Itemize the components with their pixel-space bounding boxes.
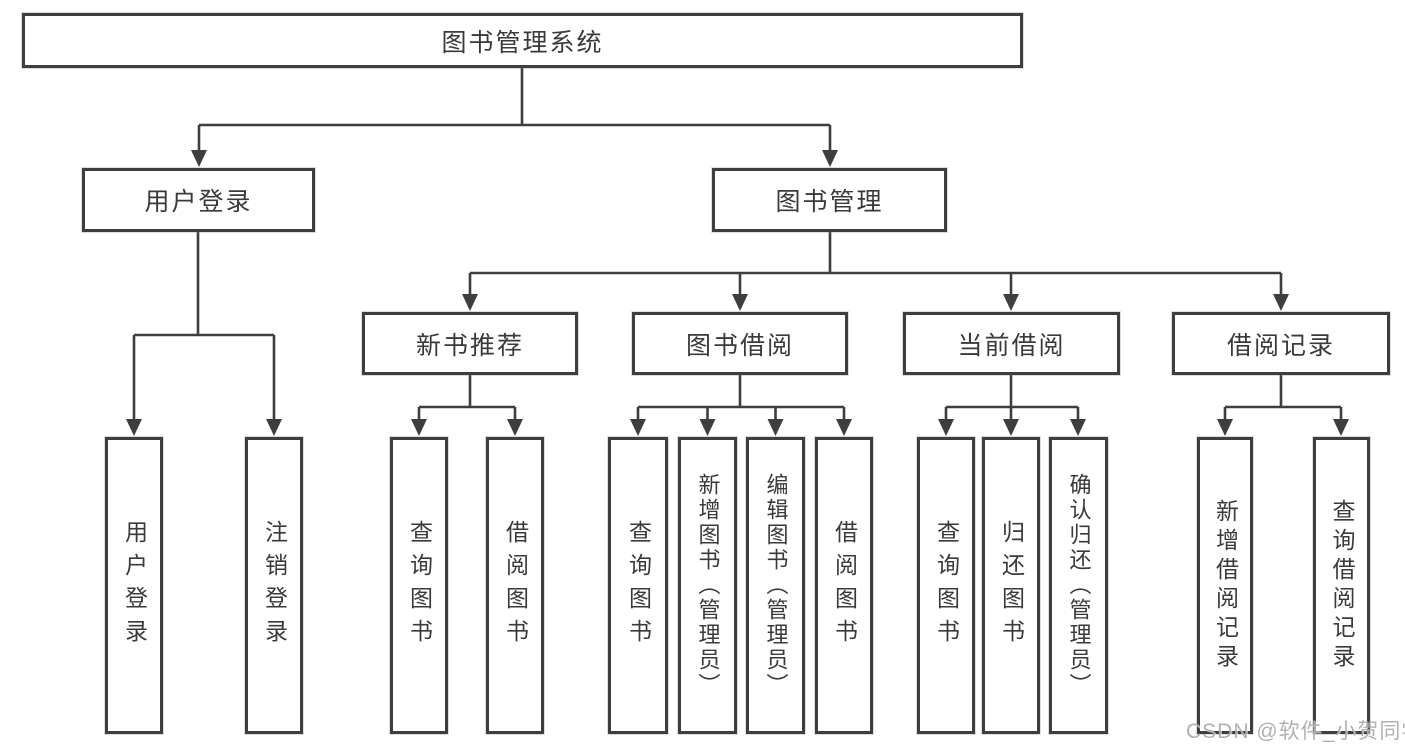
leaf-query-books-borrow: 查询图书 xyxy=(608,437,668,734)
leaf-return-books: 归还图书 xyxy=(982,437,1040,734)
node-borrowing-records: 借阅记录 xyxy=(1172,312,1390,375)
node-label: 图书借阅 xyxy=(685,331,794,360)
node-label: 用户登录 xyxy=(144,188,253,216)
node-label: 图书管理系统 xyxy=(441,28,604,57)
node-label: 查询借阅记录 xyxy=(1329,498,1355,673)
node-label: 查询图书 xyxy=(406,519,433,652)
node-label: 新增图书（管理员） xyxy=(695,473,721,698)
node-label: 确认归还（管理员） xyxy=(1066,473,1092,698)
node-book-borrowing: 图书借阅 xyxy=(632,312,848,375)
node-label: 借阅图书 xyxy=(502,519,529,652)
csdn-watermark: CSDN @软件_小贺同学 xyxy=(1186,720,1405,743)
leaf-query-books-current: 查询图书 xyxy=(917,437,975,734)
node-label: 新增借阅记录 xyxy=(1212,498,1239,673)
node-new-book-recommendation: 新书推荐 xyxy=(362,312,578,375)
leaf-user-login: 用户登录 xyxy=(105,437,163,734)
leaf-add-books-admin: 新增图书（管理员） xyxy=(678,437,737,734)
node-label: 借阅记录 xyxy=(1226,331,1335,360)
node-label: 编辑图书（管理员） xyxy=(763,473,789,698)
node-label: 注销登录 xyxy=(261,519,288,652)
leaf-edit-books-admin: 编辑图书（管理员） xyxy=(746,437,805,734)
leaf-logout: 注销登录 xyxy=(245,437,303,734)
node-book-management: 图书管理 xyxy=(712,168,947,232)
node-label: 归还图书 xyxy=(998,519,1025,652)
leaf-add-borrow-record: 新增借阅记录 xyxy=(1197,437,1253,734)
leaf-confirm-return-admin: 确认归还（管理员） xyxy=(1049,437,1108,734)
node-label: 借阅图书 xyxy=(831,519,858,652)
node-label: 新书推荐 xyxy=(415,331,524,360)
leaf-query-books-recommend: 查询图书 xyxy=(390,437,448,734)
leaf-borrow-books: 借阅图书 xyxy=(815,437,873,734)
node-label: 查询图书 xyxy=(625,519,652,652)
node-label: 当前借阅 xyxy=(957,331,1066,360)
arrowheads xyxy=(126,150,1349,436)
node-label: 用户登录 xyxy=(121,519,148,652)
leaf-query-borrow-record: 查询借阅记录 xyxy=(1313,437,1370,734)
node-label: 查询图书 xyxy=(933,519,960,652)
node-current-borrowing: 当前借阅 xyxy=(903,312,1120,375)
node-library-system-root: 图书管理系统 xyxy=(22,13,1023,68)
node-user-login: 用户登录 xyxy=(82,168,315,232)
leaf-borrow-books-recommend: 借阅图书 xyxy=(486,437,544,734)
node-label: 图书管理 xyxy=(775,188,884,216)
